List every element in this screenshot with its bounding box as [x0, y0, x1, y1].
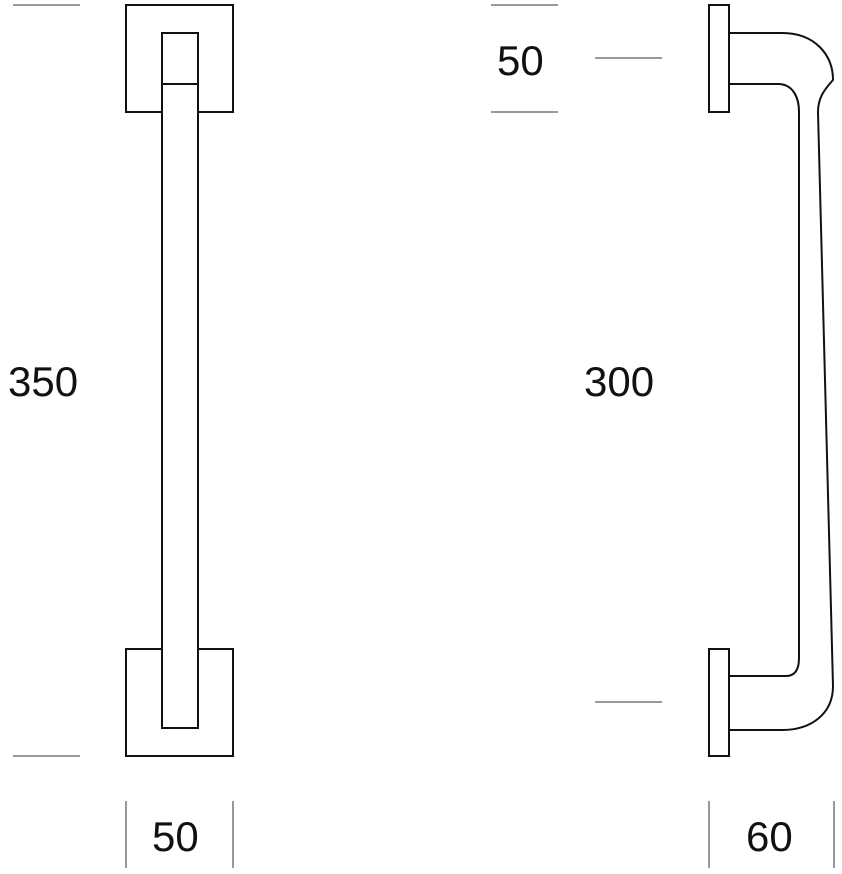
side-rose-height-label: 50 [497, 37, 544, 84]
side-projection-label: 60 [746, 813, 793, 860]
side-bottom-rose [708, 648, 730, 757]
side-handle-profile [728, 32, 835, 731]
side-view [708, 4, 835, 757]
front-bar [161, 32, 199, 729]
side-top-rose [708, 4, 730, 113]
front-height-label: 350 [8, 358, 78, 405]
front-width-label: 50 [152, 813, 199, 860]
side-centers-label: 300 [584, 358, 654, 405]
front-view [125, 4, 234, 757]
